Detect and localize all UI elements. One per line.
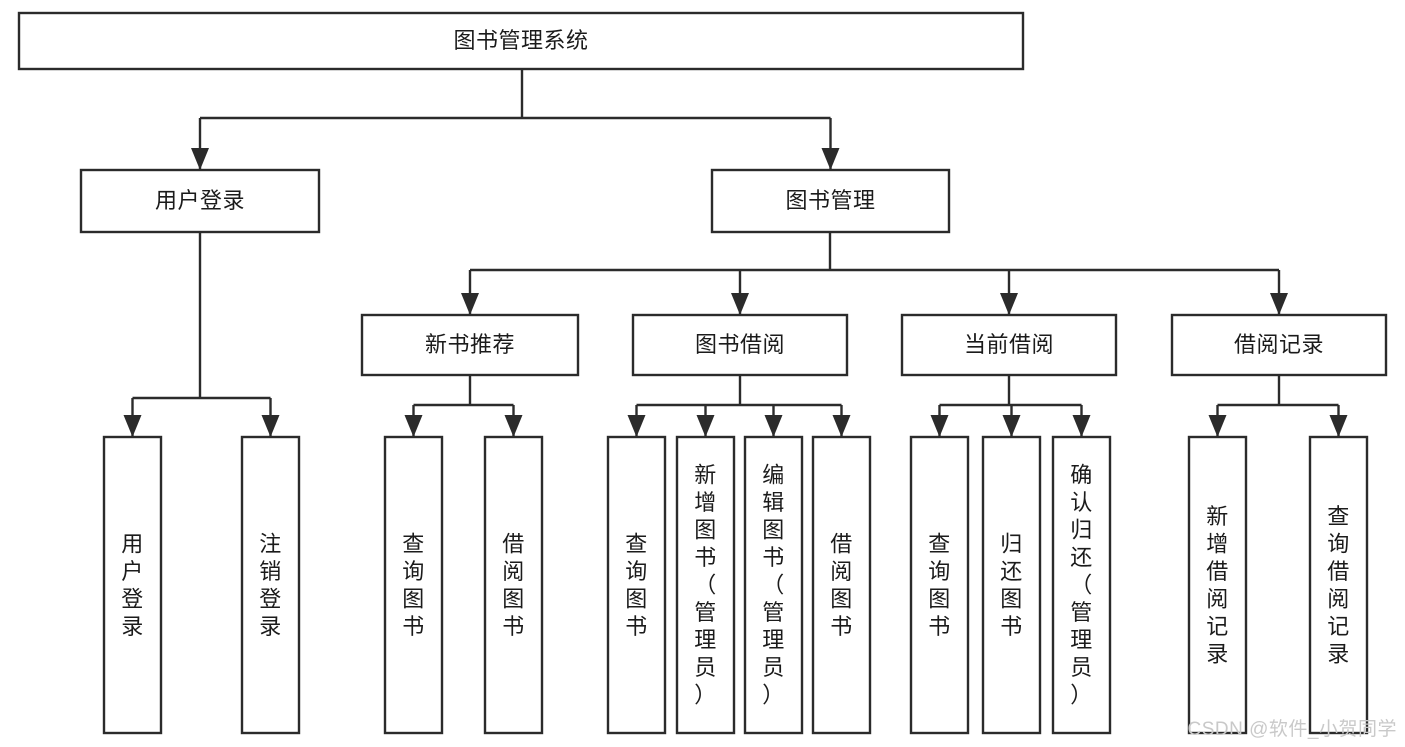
arrow-head-icon [1072, 415, 1091, 437]
arrow-head-icon [1000, 293, 1018, 315]
node-box-leaf-logout[interactable] [240, 435, 301, 735]
node-box-leaf-query-book-rec[interactable] [383, 435, 444, 735]
arrow-head-icon [821, 148, 840, 170]
edge-group-book-borrow [627, 375, 851, 437]
node-leaf-logout[interactable]: 注销登录 [240, 435, 301, 735]
node-box-user-login[interactable] [79, 168, 321, 234]
arrow-head-icon [627, 415, 646, 437]
node-leaf-add-record[interactable]: 新增借阅记录 [1187, 435, 1248, 735]
node-label-book-borrow: 图书借阅 [695, 332, 785, 357]
node-box-leaf-edit-book[interactable] [743, 435, 804, 735]
node-label-leaf-add-record: 新增借阅记录 [1206, 504, 1229, 667]
node-label-leaf-confirm-return: 确认归还（管理员） [1070, 463, 1093, 708]
node-user-login[interactable]: 用户登录 [79, 168, 321, 234]
node-leaf-borrow-book-rec[interactable]: 借阅图书 [483, 435, 544, 735]
arrow-head-icon [261, 415, 280, 437]
node-leaf-confirm-return[interactable]: 确认归还（管理员） [1051, 435, 1112, 735]
node-book-borrow[interactable]: 图书借阅 [631, 313, 849, 377]
node-label-root: 图书管理系统 [453, 28, 588, 53]
connector-layer [123, 69, 1348, 437]
arrow-head-icon [404, 415, 423, 437]
node-box-leaf-query-book-current[interactable] [909, 435, 970, 735]
arrow-head-icon [1208, 415, 1227, 437]
node-label-leaf-borrow-book-rec: 借阅图书 [502, 531, 525, 639]
node-label-borrow-record: 借阅记录 [1234, 332, 1324, 357]
node-box-leaf-query-book-borrow[interactable] [606, 435, 667, 735]
node-leaf-query-book-current[interactable]: 查询图书 [909, 435, 970, 735]
arrow-head-icon [461, 293, 479, 315]
node-leaf-query-book-borrow[interactable]: 查询图书 [606, 435, 667, 735]
arrow-head-icon [191, 148, 209, 170]
node-label-current-borrow: 当前借阅 [964, 332, 1054, 357]
arrow-head-icon [123, 415, 142, 437]
node-box-leaf-add-record[interactable] [1187, 435, 1248, 735]
arrow-head-icon [504, 415, 523, 437]
arrow-head-icon [1270, 293, 1288, 315]
node-leaf-user-login[interactable]: 用户登录 [102, 435, 163, 735]
edge-group-current-borrow [930, 375, 1091, 437]
edge-group-root [191, 69, 840, 170]
node-box-leaf-borrow-book[interactable] [811, 435, 872, 735]
node-new-book-rec[interactable]: 新书推荐 [360, 313, 580, 377]
node-box-book-borrow[interactable] [631, 313, 849, 377]
arrow-head-icon [731, 293, 749, 315]
node-leaf-query-book-rec[interactable]: 查询图书 [383, 435, 444, 735]
node-label-book-manage: 图书管理 [785, 188, 875, 213]
node-box-leaf-query-record[interactable] [1308, 435, 1369, 735]
node-label-leaf-query-book-rec: 查询图书 [402, 531, 425, 639]
node-box-leaf-add-book[interactable] [675, 435, 736, 735]
node-label-leaf-query-record: 查询借阅记录 [1327, 504, 1350, 667]
node-box-leaf-borrow-book-rec[interactable] [483, 435, 544, 735]
node-leaf-query-record[interactable]: 查询借阅记录 [1308, 435, 1369, 735]
node-label-leaf-query-book-current: 查询图书 [928, 531, 951, 639]
node-box-leaf-return-book[interactable] [981, 435, 1042, 735]
node-label-leaf-user-login: 用户登录 [121, 531, 144, 639]
node-box-current-borrow[interactable] [900, 313, 1118, 377]
node-leaf-return-book[interactable]: 归还图书 [981, 435, 1042, 735]
arrow-head-icon [1002, 415, 1021, 437]
edge-group-user-login [123, 232, 280, 437]
node-label-leaf-return-book: 归还图书 [1000, 531, 1023, 639]
edge-group-new-book-rec [404, 375, 523, 437]
arrow-head-icon [832, 415, 851, 437]
node-root[interactable]: 图书管理系统 [17, 11, 1025, 71]
edge-group-book-manage [461, 232, 1288, 315]
node-box-borrow-record[interactable] [1170, 313, 1388, 377]
node-label-new-book-rec: 新书推荐 [425, 332, 515, 357]
node-label-leaf-query-book-borrow: 查询图书 [625, 531, 648, 639]
node-layer: 图书管理系统用户登录图书管理新书推荐图书借阅当前借阅借阅记录用户登录注销登录查询… [17, 11, 1388, 735]
node-box-leaf-user-login[interactable] [102, 435, 163, 735]
node-leaf-borrow-book[interactable]: 借阅图书 [811, 435, 872, 735]
node-book-manage[interactable]: 图书管理 [710, 168, 951, 234]
node-label-user-login: 用户登录 [155, 188, 245, 213]
csdn-watermark: CSDN @软件_小贺同学 [1187, 719, 1397, 740]
node-label-leaf-add-book: 新增图书（管理员） [694, 463, 717, 708]
node-borrow-record[interactable]: 借阅记录 [1170, 313, 1388, 377]
arrow-head-icon [1329, 415, 1348, 437]
node-label-leaf-logout: 注销登录 [259, 531, 282, 639]
arrow-head-icon [764, 415, 783, 437]
arrow-head-icon [930, 415, 949, 437]
node-label-leaf-borrow-book: 借阅图书 [830, 531, 853, 639]
node-current-borrow[interactable]: 当前借阅 [900, 313, 1118, 377]
node-box-new-book-rec[interactable] [360, 313, 580, 377]
node-label-leaf-edit-book: 编辑图书（管理员） [762, 463, 785, 708]
node-box-leaf-confirm-return[interactable] [1051, 435, 1112, 735]
arrow-head-icon [696, 415, 715, 437]
node-box-book-manage[interactable] [710, 168, 951, 234]
node-leaf-edit-book[interactable]: 编辑图书（管理员） [743, 435, 804, 735]
node-leaf-add-book[interactable]: 新增图书（管理员） [675, 435, 736, 735]
node-box-root[interactable] [17, 11, 1025, 71]
edge-group-borrow-record [1208, 375, 1348, 437]
